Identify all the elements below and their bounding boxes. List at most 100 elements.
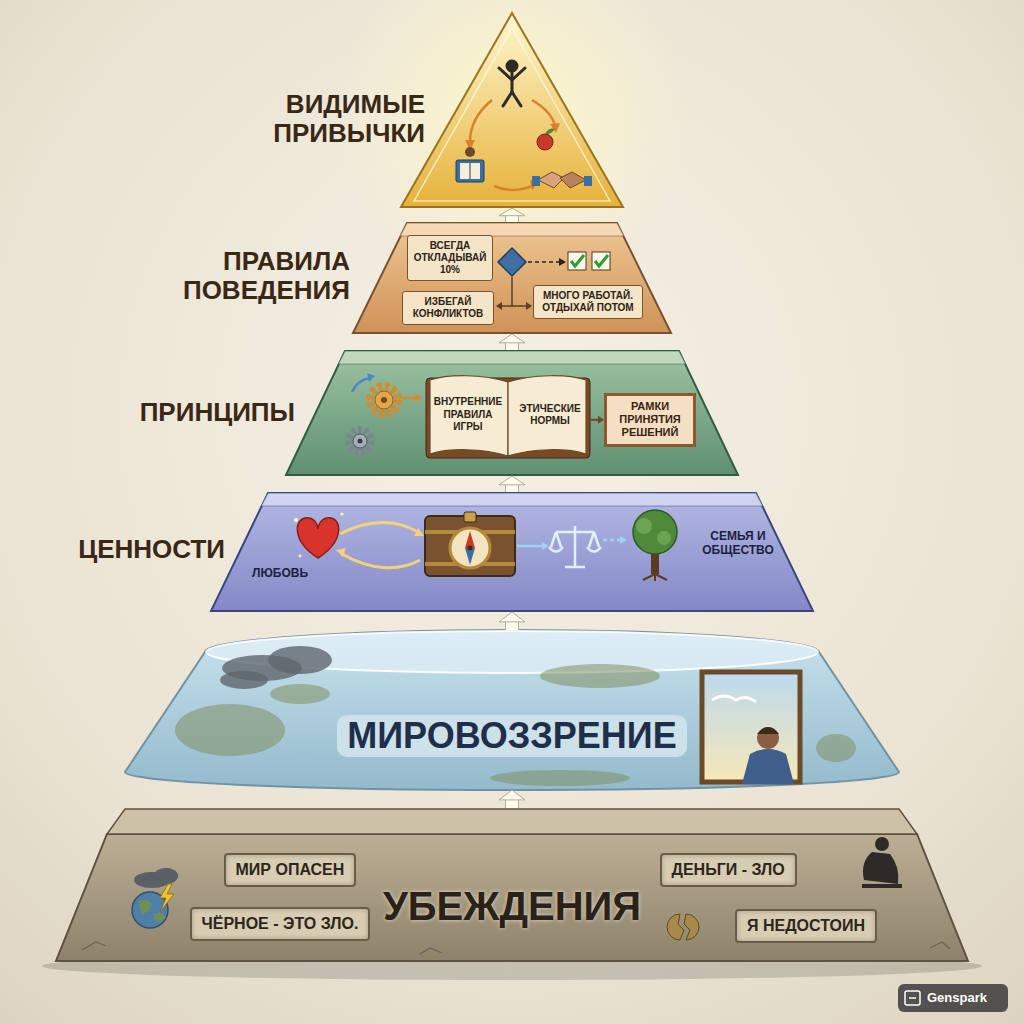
upward-arrow [499, 790, 525, 808]
flow-lines [512, 305, 527, 307]
beliefs-slab: УБЕЖДЕНИЯ МИР ОПАСЕН ДЕНЬГИ - ЗЛО ЧЁРНОЕ - … [55, 808, 969, 962]
arrow-shaft [506, 800, 518, 808]
node-text: ВСЕГДА ОТКЛАДЫВАЙ 10% [412, 240, 488, 276]
check-boxes [595, 255, 608, 266]
watermark-icon [909, 997, 916, 999]
node-text: ИЗБЕГАЙ КОНФЛИКТОВ [407, 296, 489, 320]
scales-icon [565, 566, 585, 569]
exercise-figure [507, 61, 517, 71]
upward-arrow [499, 208, 525, 222]
node-text: РАМКИ ПРИНЯТИЯ РЕШЕНИЙ [612, 400, 688, 440]
band-outline [211, 493, 813, 611]
gear-icon [353, 434, 367, 448]
continents [270, 684, 330, 704]
arrow-shaft [506, 622, 518, 630]
arrowhead [499, 612, 525, 622]
node-text: ЛЮБОВЬ [240, 567, 320, 581]
layer-title: ЦЕННОСТИ [60, 535, 225, 564]
reader-icon [465, 147, 475, 157]
window-frame [712, 696, 756, 702]
belief-plaque: ДЕНЬГИ - ЗЛО [660, 853, 797, 887]
open-book: ВНУТРЕННИЕ ПРАВИЛА ИГРЫЭТИЧЕСКИЕ НОРМЫ [426, 372, 590, 458]
node-text: МНОГО РАБОТАЙ. ОТДЫХАЙ ПОТОМ [538, 290, 638, 314]
belief-plaque: ЧЁРНОЕ - ЭТО ЗЛО. [190, 907, 371, 941]
check-boxes [571, 255, 584, 266]
worldview-bowl-outline [125, 630, 899, 790]
arrow-shaft-outline [505, 343, 519, 350]
slab-top [107, 809, 917, 834]
tree-icon [657, 531, 671, 545]
arrowhead [499, 476, 525, 485]
node-text: МИР ОПАСЕН [236, 861, 345, 879]
gear-icon [358, 439, 363, 444]
node-text: Я НЕДОСТОИН [747, 917, 865, 935]
person-figure [757, 727, 779, 734]
habits-triangle: ВИДИМЫЕ ПРИВЫЧКИ [400, 12, 624, 208]
rule-box: ИЗБЕГАЙ КОНФЛИКТОВ [402, 291, 494, 325]
compass-icon [465, 531, 475, 548]
person-figure [742, 749, 794, 784]
sitting-figure [875, 837, 889, 851]
apple-icon [537, 134, 553, 150]
arrowhead [499, 334, 525, 343]
triangle-outline [401, 13, 623, 207]
tree-icon [633, 510, 677, 554]
node-text: ДЕНЬГИ - ЗЛО [672, 861, 785, 879]
handshake-icon [532, 176, 540, 186]
storm-globe [154, 868, 178, 884]
storm-clouds [220, 671, 268, 689]
band-outline [353, 223, 671, 333]
storm-clouds [268, 646, 332, 674]
rules-band: ПРАВИЛА ПОВЕДЕНИЯВСЕГДА ОТКЛАДЫВАЙ 10%ИЗ… [352, 222, 672, 334]
check-boxes [592, 252, 610, 270]
principles-band: ПРИНЦИПЫВНУТРЕННИЕ ПРАВИЛА ИГРЫЭТИЧЕСКИЕ… [285, 350, 739, 476]
layer-title: ПРИНЦИПЫ [130, 398, 295, 427]
compass-icon [465, 548, 475, 565]
arrow-shaft [506, 343, 518, 350]
sparkles [340, 512, 343, 515]
treasure-chest [425, 512, 515, 576]
continents [540, 664, 660, 688]
reader-icon [470, 163, 471, 179]
arrow-shaft-outline [505, 216, 519, 222]
worldview-bowl: МИРОВОЗЗРЕНИЕ [125, 630, 899, 790]
compass-icon [450, 528, 490, 568]
storm-globe [154, 913, 166, 922]
belief-plaque: Я НЕДОСТОИН [735, 909, 877, 943]
arrowhead [499, 208, 525, 216]
tree-icon [636, 518, 652, 534]
upward-arrow [499, 612, 525, 630]
handshake-icon [584, 176, 592, 186]
storm-globe [138, 899, 152, 914]
rule-box: МНОГО РАБОТАЙ. ОТДЫХАЙ ПОТОМ [533, 285, 643, 319]
sparkles [294, 518, 298, 522]
node-text: УБЕЖДЕНИЯ [383, 883, 641, 929]
bowl-outline [125, 630, 899, 790]
book-page [430, 376, 508, 456]
band-outline [286, 351, 738, 475]
arrow-shaft [506, 485, 518, 492]
compass-icon [450, 528, 490, 568]
sitting-figure [862, 884, 902, 888]
node-text: ВНУТРЕННИЕ ПРАВИЛА ИГРЫ [430, 396, 506, 434]
treasure-chest [425, 516, 515, 576]
habits-triangle-outline [400, 12, 624, 208]
scales-icon [556, 531, 594, 534]
arrowhead [499, 790, 525, 800]
node-text: МИРОВОЗЗРЕНИЕ [337, 715, 687, 756]
continents [175, 704, 285, 756]
reader-icon [456, 160, 484, 182]
slab-front [56, 834, 968, 961]
layer-title: ВИДИМЫЕ ПРИВЫЧКИ [255, 90, 425, 147]
person-figure [742, 727, 794, 784]
node-text: СЕМЬЯ И ОБЩЕСТВО [698, 530, 778, 558]
watermark-text: Genspark [927, 990, 987, 1006]
arrow-shaft-outline [505, 485, 519, 492]
decision-frame: РАМКИ ПРИНЯТИЯ РЕШЕНИЙ [604, 393, 696, 447]
gear-arrow [402, 397, 416, 400]
link-arrow [603, 539, 621, 542]
compass-icon [468, 546, 473, 551]
